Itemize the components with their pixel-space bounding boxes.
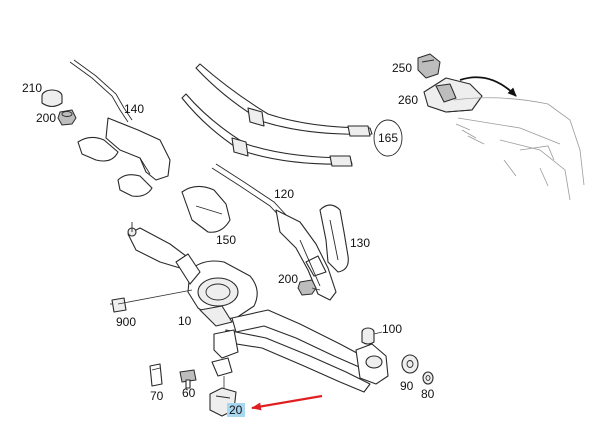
label-70[interactable]: 70 [150, 389, 164, 403]
part-60-bolt[interactable] [179, 369, 197, 389]
label-90[interactable]: 90 [400, 379, 414, 393]
part-250-nozzle[interactable] [417, 53, 441, 79]
label-200-middle[interactable]: 200 [278, 272, 298, 286]
leader-lines [117, 287, 383, 335]
part-140-wiper-arm[interactable] [69, 59, 171, 197]
part-10-wiper-linkage[interactable] [127, 222, 389, 393]
part-165-wiper-blades[interactable] [181, 63, 403, 167]
label-100[interactable]: 100 [382, 322, 402, 336]
part-210-cap[interactable] [41, 89, 63, 108]
label-165[interactable]: 165 [378, 131, 398, 145]
label-260[interactable]: 260 [398, 93, 418, 107]
label-10[interactable]: 10 [178, 314, 192, 328]
label-60[interactable]: 60 [182, 386, 196, 400]
part-100-bushing[interactable] [361, 327, 375, 345]
label-250[interactable]: 250 [392, 61, 412, 75]
label-140[interactable]: 140 [124, 102, 144, 116]
part-labels: 210 200 140 250 260 165 120 150 130 200 … [22, 61, 435, 417]
label-20-highlight [227, 403, 245, 417]
part-70-clip[interactable] [149, 363, 163, 387]
part-200-nut-middle[interactable] [297, 279, 317, 296]
part-900-connector[interactable] [110, 297, 127, 313]
label-900[interactable]: 900 [116, 315, 136, 329]
label-120[interactable]: 120 [274, 187, 294, 201]
label-200-top[interactable]: 200 [36, 111, 56, 125]
label-20[interactable]: 20 [229, 403, 243, 417]
part-200-nut-top[interactable] [57, 109, 77, 126]
direction-arrow [459, 76, 517, 97]
part-130-cover[interactable] [319, 204, 349, 273]
label-130[interactable]: 130 [350, 236, 370, 250]
part-90-washer[interactable] [401, 354, 419, 374]
part-150-cover[interactable] [181, 185, 231, 233]
label-210[interactable]: 210 [22, 81, 42, 95]
part-80-washer[interactable] [422, 371, 434, 385]
label-150[interactable]: 150 [216, 233, 236, 247]
highlight-arrow [251, 394, 323, 411]
label-80[interactable]: 80 [421, 387, 435, 401]
vehicle-outline [453, 97, 585, 201]
part-120-wiper-arm[interactable] [211, 163, 337, 301]
part-260-washer-jet[interactable] [423, 77, 483, 113]
